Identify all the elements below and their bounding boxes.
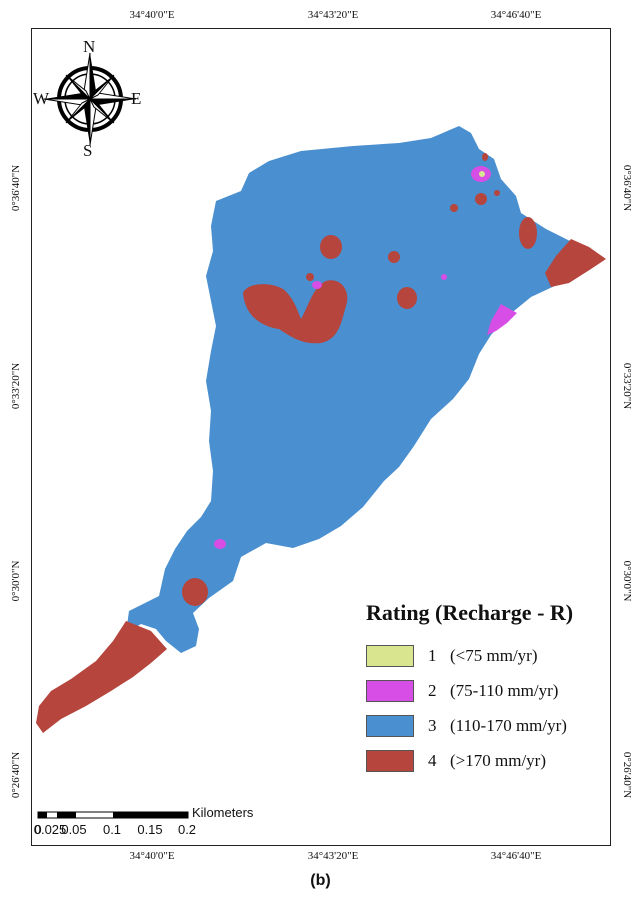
region-rating-4 bbox=[450, 204, 458, 212]
graticule-right-label: 0°26'40"N bbox=[621, 751, 633, 799]
legend-item-rating-3: 3 (110-170 mm/yr) bbox=[366, 714, 567, 738]
graticule-top-label: 34°43'20"E bbox=[307, 9, 359, 21]
scale-tick-label: 0.1 bbox=[102, 822, 122, 837]
graticule-left-label: 0°36'40"N bbox=[10, 164, 22, 212]
region-rating-4 bbox=[482, 153, 488, 161]
region-rating-4 bbox=[388, 251, 400, 263]
compass-south-label: S bbox=[83, 141, 93, 160]
region-rating-4 bbox=[545, 239, 606, 287]
legend-title: Rating (Recharge - R) bbox=[366, 600, 574, 625]
scale-tick-label: 0.05 bbox=[61, 822, 87, 837]
graticule-left-label: 0°33'20"N bbox=[10, 362, 22, 410]
region-rating-4 bbox=[320, 235, 342, 259]
legend-label: (110-170 mm/yr) bbox=[450, 716, 567, 735]
region-rating-4 bbox=[519, 217, 537, 249]
region-rating-3 bbox=[126, 126, 604, 653]
legend-rating: 4 bbox=[428, 751, 437, 770]
graticule-top-label: 34°40'0"E bbox=[129, 9, 175, 21]
region-rating-1 bbox=[479, 171, 485, 177]
region-rating-4 bbox=[182, 578, 208, 606]
legend-item-rating-4: 4 (>170 mm/yr) bbox=[366, 749, 546, 773]
scale-tick-label: 0.2 bbox=[177, 822, 197, 837]
graticule-right-label: 0°33'20"N bbox=[621, 362, 633, 410]
scale-tick-label: 0.025 bbox=[33, 822, 67, 837]
legend-label: (>170 mm/yr) bbox=[450, 751, 546, 770]
legend-swatch bbox=[366, 715, 414, 737]
region-rating-2 bbox=[441, 274, 447, 280]
map-frame bbox=[31, 28, 611, 846]
legend-rating: 3 bbox=[428, 716, 437, 735]
legend-item-rating-1: 1 (<75 mm/yr) bbox=[366, 644, 538, 668]
region-rating-4 bbox=[243, 280, 348, 344]
legend-label: (75-110 mm/yr) bbox=[450, 681, 559, 700]
legend-rating: 1 bbox=[428, 646, 437, 665]
graticule-bottom-label: 34°40'0"E bbox=[129, 850, 175, 862]
legend-rating: 2 bbox=[428, 681, 437, 700]
legend-swatch bbox=[366, 645, 414, 667]
scale-tick-label: 0 bbox=[34, 822, 42, 837]
region-rating-4 bbox=[397, 287, 417, 309]
graticule-left-label: 0°26'40"N bbox=[10, 751, 22, 799]
map-canvas bbox=[36, 52, 606, 819]
compass-east-label: E bbox=[131, 89, 142, 108]
region-rating-4 bbox=[494, 190, 500, 196]
region-rating-2 bbox=[214, 539, 226, 549]
graticule-left-label: 0°30'0"N bbox=[10, 560, 22, 602]
compass-rose-icon bbox=[43, 52, 137, 146]
scale-unit-label: Kilometers bbox=[192, 805, 254, 820]
legend-item-rating-2: 2 (75-110 mm/yr) bbox=[366, 679, 558, 703]
graticule-right-label: 0°30'0"N bbox=[621, 560, 633, 602]
legend-label: (<75 mm/yr) bbox=[450, 646, 538, 665]
scale-tick-label: 0.15 bbox=[137, 822, 163, 837]
graticule-bottom-label: 34°46'40"E bbox=[490, 850, 542, 862]
compass-west-label: W bbox=[33, 89, 50, 108]
legend-swatch bbox=[366, 680, 414, 702]
graticule-top-label: 34°46'40"E bbox=[490, 9, 542, 21]
region-rating-4 bbox=[306, 273, 314, 281]
region-rating-2 bbox=[312, 281, 322, 289]
region-rating-4 bbox=[475, 193, 487, 205]
legend-swatch bbox=[366, 750, 414, 772]
region-rating-2 bbox=[487, 304, 517, 335]
graticule-bottom-label: 34°43'20"E bbox=[307, 850, 359, 862]
region-rating-4 bbox=[36, 621, 167, 733]
compass-north-label: N bbox=[83, 37, 96, 56]
figure-caption: (b) bbox=[310, 872, 331, 889]
graticule-right-label: 0°36'40"N bbox=[621, 164, 633, 212]
scale-bar bbox=[37, 811, 189, 819]
